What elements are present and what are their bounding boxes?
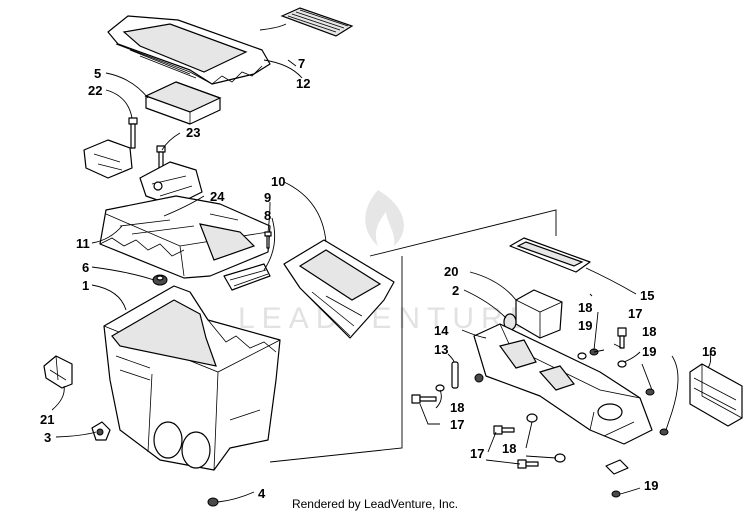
callout-21: 21 (40, 412, 54, 427)
callout-18-bottom: 18 (502, 441, 516, 456)
part-13-strap (451, 361, 484, 389)
part-8-foam-strip (223, 263, 271, 291)
part-21-clip (43, 355, 73, 389)
callout-19-bottom: 19 (644, 478, 658, 493)
callout-5: 5 (94, 66, 101, 81)
part-14-inlet-housing (473, 323, 653, 445)
callout-2: 2 (452, 283, 459, 298)
part-6-grommet (152, 274, 168, 286)
callout-10: 10 (271, 174, 285, 189)
callout-17-left: 17 (450, 417, 464, 432)
part-11-mounting-plate (99, 195, 271, 279)
callout-17-right: 17 (628, 306, 642, 321)
hardware-fasteners (411, 327, 669, 498)
callout-6: 6 (82, 260, 89, 275)
callout-9: 9 (264, 190, 271, 205)
callout-8: 8 (264, 208, 271, 223)
callout-19-upper: 19 (578, 318, 592, 333)
part-15-gasket (509, 237, 591, 273)
part-20-foam-block (515, 289, 563, 339)
callout-16: 16 (702, 344, 716, 359)
part-10-intake-boot (283, 239, 395, 339)
callout-11: 11 (76, 236, 90, 251)
callout-22: 22 (88, 83, 102, 98)
callout-17-bottom: 17 (470, 446, 484, 461)
callout-18-right: 18 (642, 324, 656, 339)
callout-20: 20 (444, 264, 458, 279)
callout-7: 7 (298, 56, 305, 71)
callout-18-upper: 18 (578, 300, 592, 315)
callout-13: 13 (434, 342, 448, 357)
detail-frame (269, 209, 557, 463)
callout-12: 12 (296, 76, 310, 91)
callout-1: 1 (82, 278, 89, 293)
throttle-body-assembly (83, 139, 203, 207)
leader-lines (51, 23, 712, 503)
callout-24: 24 (210, 189, 225, 204)
watermark: LEADVENTURE (238, 190, 537, 335)
part-3-fastener (91, 421, 111, 441)
callout-18-left: 18 (450, 400, 464, 415)
callout-15: 15 (640, 288, 654, 303)
callout-3: 3 (44, 430, 51, 445)
callout-4: 4 (258, 486, 266, 501)
part-5-air-filter (144, 81, 222, 125)
part-12-air-box-lid (107, 15, 271, 85)
callout-14: 14 (434, 323, 449, 338)
callout-23: 23 (186, 125, 200, 140)
watermark-text: LEADVENTURE (238, 302, 537, 335)
part-16-filter (689, 363, 743, 427)
callout-19-right: 19 (642, 344, 656, 359)
part-7-decal (280, 7, 354, 37)
footer-credit: Rendered by LeadVenture, Inc. (291, 497, 459, 511)
watermark-flame-icon (365, 190, 404, 246)
part-22-bolt (128, 117, 138, 149)
callout-labels: 5 22 23 24 11 6 1 9 8 10 7 12 21 3 4 20 … (40, 56, 716, 501)
part-1-air-box-housing (103, 285, 281, 471)
